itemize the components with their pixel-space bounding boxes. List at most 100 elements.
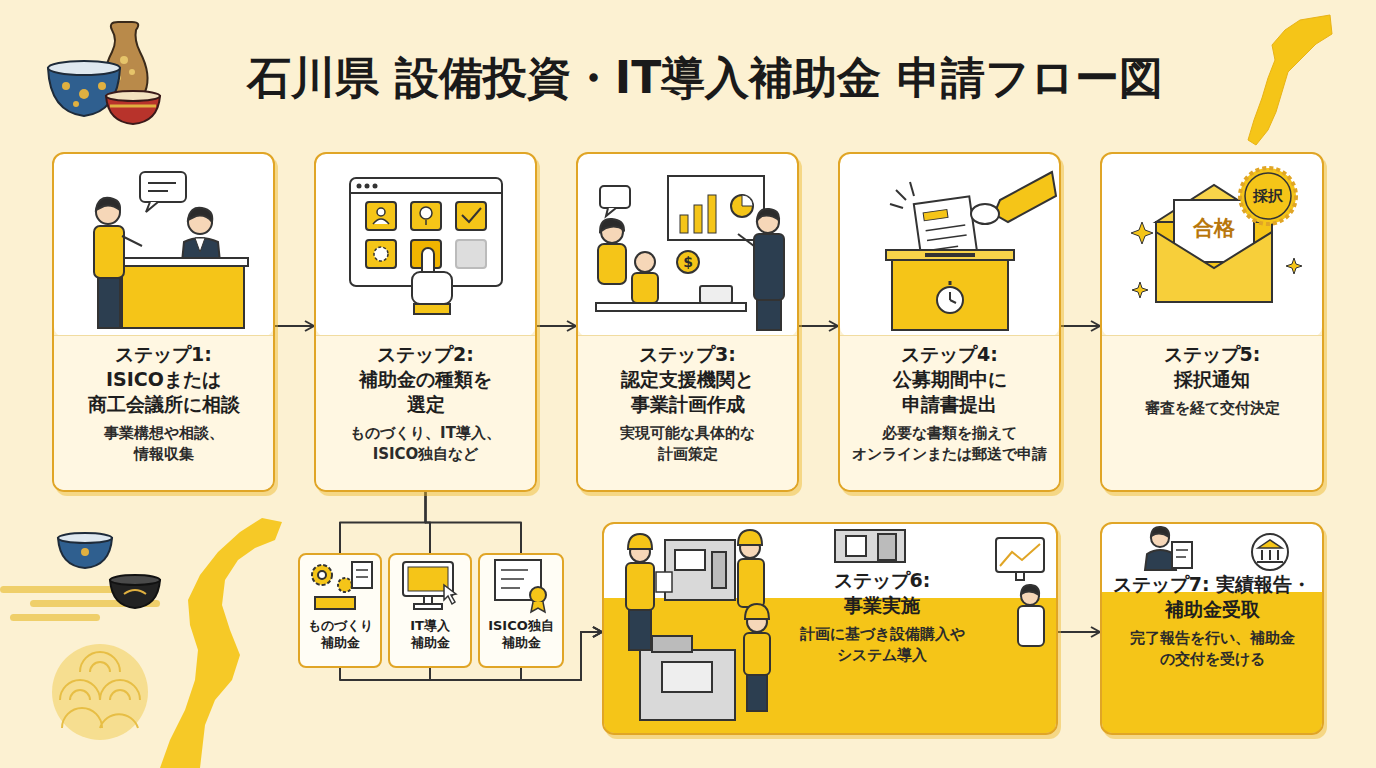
- planning-illustration: [600, 186, 630, 208]
- ceramics-bottom: [0, 518, 282, 768]
- implementation-illustration: [629, 610, 651, 650]
- selection-illustration: [350, 192, 502, 194]
- implementation-illustration: [846, 536, 866, 556]
- selection-illustration: [377, 208, 385, 216]
- selection-illustration: [373, 219, 389, 224]
- subsidy-icons: [408, 567, 448, 591]
- submission-illustration: [925, 253, 975, 257]
- consultation-illustration: [94, 226, 124, 278]
- subsidy-icons: [501, 587, 520, 589]
- planning-illustration: [738, 234, 754, 246]
- acceptance-illustration: [1156, 232, 1272, 302]
- submission-illustration: [892, 258, 1008, 330]
- report-illustration: [1145, 527, 1288, 570]
- submission-illustration: [949, 292, 951, 300]
- planning-illustration: [700, 286, 732, 303]
- implementation-illustration: [1016, 572, 1024, 580]
- step-card: ステップ5: 採択通知審査を経て交付決定: [1100, 152, 1324, 492]
- step-heading: ステップ5: 採択通知: [1132, 342, 1292, 392]
- planning-illustration: [742, 195, 753, 206]
- report-illustration: [1258, 540, 1282, 548]
- submission-illustration: [923, 210, 948, 221]
- step-card: ステップ3: 認定支援機関と 事業計画作成実現可能な具体的な 計画策定: [576, 152, 799, 492]
- submission-illustration: [994, 172, 1056, 222]
- implementation-illustration: [626, 563, 654, 610]
- subsidy-icons: [501, 578, 524, 580]
- submission-illustration: [949, 281, 952, 285]
- implementation-illustration: [628, 534, 652, 549]
- subsidy-icons: [312, 560, 546, 612]
- ceramics-decoration: [73, 101, 79, 107]
- report-illustration: [1252, 534, 1288, 570]
- planning-illustration: [757, 209, 779, 220]
- ceramics-bottom: [110, 575, 160, 585]
- implementation-illustration: [738, 559, 764, 607]
- selection-illustration: [425, 220, 427, 225]
- card-ground: [299, 554, 381, 667]
- card-ground: [316, 154, 535, 337]
- subsidy-icons: [356, 569, 368, 571]
- consultation-illustration: [148, 182, 176, 184]
- acceptance-illustration: [1132, 282, 1148, 298]
- card-ground: [604, 598, 1056, 733]
- branch-line: [340, 492, 426, 553]
- subsidy-icons: [501, 569, 528, 571]
- ceramics-decoration: [79, 89, 89, 99]
- coin-symbol: $: [648, 254, 728, 271]
- selection-illustration: [456, 202, 486, 230]
- flow-arrow: [537, 325, 576, 327]
- implementation-illustration: [665, 540, 735, 600]
- step-description: 審査を経て交付決定: [1107, 398, 1317, 419]
- step-heading: ステップ7: 実績報告・補助金受取: [1107, 572, 1317, 622]
- ceramics-bottom: [10, 614, 100, 621]
- subsidy-box: IT導入 補助金: [388, 553, 472, 668]
- consultation-illustration: [140, 172, 186, 202]
- card-ground: [1102, 154, 1322, 337]
- ceramics-bottom: [81, 548, 89, 556]
- selection-illustration: [456, 240, 486, 268]
- planning-illustration: [754, 234, 784, 300]
- flow-arrow: [275, 325, 314, 327]
- ceramics-bottom: [52, 644, 148, 740]
- ceramics-bottom: [160, 518, 282, 768]
- implementation-illustration: [712, 552, 726, 588]
- consultation-illustration: [148, 190, 168, 192]
- text-panel: ステップ5: 採択通知審査を経て交付決定: [1102, 335, 1322, 490]
- text-panel: ステップ6: 事業実施計画に基づき設備購入や システム導入: [772, 568, 992, 666]
- step-heading: ISICO独自 補助金: [481, 617, 561, 651]
- planning-illustration: [708, 195, 716, 233]
- report-illustration: [1277, 550, 1279, 560]
- text-panel: ステップ3: 認定支援機関と 事業計画作成実現可能な具体的な 計画策定: [578, 335, 797, 490]
- subsidy-icons: [312, 565, 332, 585]
- subsidy-box: ものづくり 補助金: [298, 553, 382, 668]
- consultation-illustration: [122, 266, 244, 328]
- step-description: 実現可能な具体的な 計画策定: [608, 423, 768, 465]
- implementation-illustration: [640, 650, 735, 720]
- implementation-illustration: [652, 636, 692, 652]
- consultation-illustration: [195, 238, 205, 252]
- submission-illustration: [927, 235, 967, 241]
- planning-illustration: [635, 252, 655, 272]
- step-heading: ものづくり 補助金: [301, 617, 379, 651]
- planning-illustration: [596, 303, 746, 311]
- ceramics-bottom: [124, 590, 146, 594]
- ceramics-decoration: [106, 91, 160, 101]
- card-ground: [479, 554, 563, 667]
- text-panel: ステップ4: 公募期間中に 申請書提出必要な書類を揃えて オンラインまたは郵送で…: [840, 335, 1059, 490]
- planning-illustration: [731, 195, 753, 217]
- ceramics-decoration: [48, 22, 160, 124]
- flow-arrow: [1058, 631, 1100, 633]
- ceramics-bottom: [58, 533, 112, 543]
- report-illustration: [1172, 542, 1192, 568]
- step-heading: ステップ6: 事業実施: [802, 568, 962, 618]
- implementation-illustration: [738, 530, 762, 545]
- step-card: ステップ7: 実績報告・補助金受取完了報告を行い、補助金 の交付を受ける: [1100, 522, 1324, 735]
- submission-illustration: [950, 300, 956, 303]
- card-ground: [54, 154, 273, 337]
- stamp-text: 採択: [1228, 187, 1308, 205]
- subsidy-icons: [315, 597, 355, 609]
- submission-illustration: [896, 190, 906, 200]
- selection-illustration: [366, 202, 396, 230]
- subsidy-box: ISICO独自 補助金: [478, 553, 564, 668]
